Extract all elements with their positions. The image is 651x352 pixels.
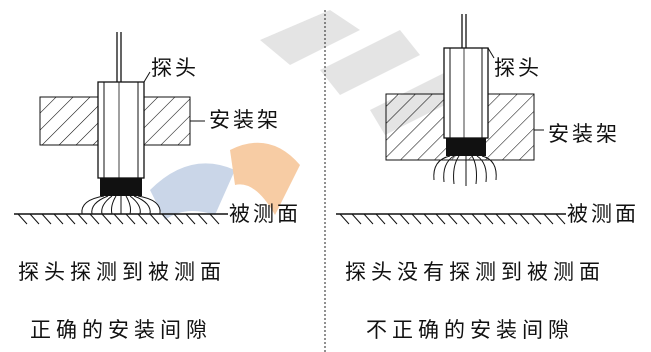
left-result-caption: 正确的安装间隙 — [30, 318, 212, 342]
left-field-lines — [81, 195, 161, 215]
right-status-caption: 探头没有探测到被测面 — [345, 260, 605, 284]
right-result-caption: 不正确的安装间隙 — [366, 318, 574, 342]
left-mount-label: 安装架 — [209, 108, 281, 132]
right-probe-tip — [446, 138, 486, 156]
left-status-caption: 探头探测到被测面 — [18, 260, 226, 284]
left-panel — [14, 32, 228, 225]
right-mount-label: 安装架 — [548, 122, 620, 146]
left-surface-label: 被测面 — [229, 202, 301, 226]
left-probe-tip — [100, 178, 142, 196]
left-surface-hatch — [17, 213, 220, 225]
right-probe-label: 探头 — [494, 56, 542, 80]
left-probe-body — [97, 81, 145, 179]
right-surface-hatch — [339, 213, 566, 225]
right-field-lines — [433, 155, 497, 186]
right-probe-body — [443, 47, 489, 139]
right-surface-label: 被测面 — [567, 202, 639, 226]
left-probe-label: 探头 — [151, 56, 199, 80]
right-panel — [336, 14, 566, 225]
